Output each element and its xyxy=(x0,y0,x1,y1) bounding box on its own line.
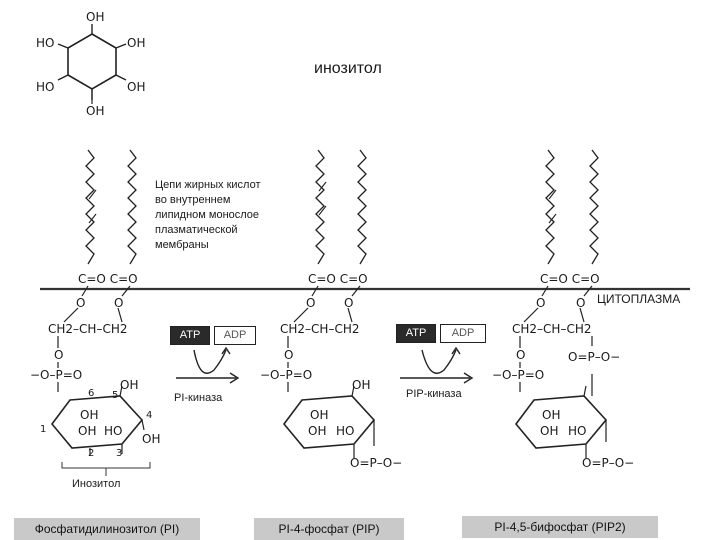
pi-kinase-label: PI-киназа xyxy=(174,392,223,404)
cytoplasm-label: ЦИТОПЛАЗМА xyxy=(597,292,681,306)
linker-oxygen: O xyxy=(284,348,294,362)
phosphate-group-3: −O–P=O xyxy=(492,368,545,382)
ester-oxygen: O xyxy=(576,296,586,310)
product-pip: PI-4-фосфат (PIP) xyxy=(254,518,404,540)
glycerol-backbone-3: CH2–CH–CH2 xyxy=(512,322,592,336)
phosphate-group-1: −O–P=O xyxy=(30,368,83,382)
ring-oh: OH xyxy=(352,378,371,392)
ester-groups-1: C=O C=O xyxy=(78,272,138,286)
ring-oh: OH xyxy=(120,378,139,392)
adp-box-2: ADP xyxy=(440,324,486,343)
ring-oh: OH xyxy=(80,408,99,422)
product-pip2: PI-4,5-бифосфат (PIP2) xyxy=(462,516,658,538)
atp-box-2: ATP xyxy=(396,324,436,343)
phosphate-5-group: O=P–O− xyxy=(568,350,621,364)
ester-oxygen: O xyxy=(344,296,354,310)
ring-number-3: 3 xyxy=(116,448,123,459)
ring-number-4: 4 xyxy=(146,410,153,421)
linker-oxygen: O xyxy=(54,348,64,362)
ring-number-1: 1 xyxy=(40,424,47,435)
phosphate-4-group-pip2: O=P–O− xyxy=(582,456,635,470)
ester-oxygen: O xyxy=(306,296,316,310)
ring-oh: OH xyxy=(542,408,561,422)
fatty-acid-chains xyxy=(85,149,599,265)
ester-groups-2: C=O C=O xyxy=(308,272,368,286)
inositol-ho-left-lower: HO xyxy=(36,80,55,94)
phosphate-group-2: −O–P=O xyxy=(260,368,313,382)
glycerol-backbone-2: CH2–CH–CH2 xyxy=(280,322,360,336)
adp-box-1: ADP xyxy=(214,326,256,345)
ester-oxygen: O xyxy=(114,296,124,310)
pip-kinase-label: PIP-киназа xyxy=(406,388,462,400)
ring-ho: HO xyxy=(336,424,355,438)
inositol-ho-left-upper: HO xyxy=(36,36,55,50)
linker-oxygen: O xyxy=(516,348,526,362)
ring-number-5: 5 xyxy=(112,390,119,401)
ring-oh: OH xyxy=(308,424,327,438)
inositol-oh-top: OH xyxy=(86,10,105,24)
ester-oxygen: O xyxy=(76,296,86,310)
inositol-oh-right-upper: OH xyxy=(127,36,146,50)
inositol-title: инозитол xyxy=(314,60,382,77)
ring-number-6: 6 xyxy=(88,388,95,399)
inositol-oh-right-lower: OH xyxy=(127,80,146,94)
ester-oxygen: O xyxy=(536,296,546,310)
fatty-acid-note: Цепи жирных кислот во внутреннем липидно… xyxy=(155,179,261,251)
ring-oh: OH xyxy=(78,424,97,438)
inositol-oh-bottom: OH xyxy=(86,104,105,118)
ring-ho: HO xyxy=(568,424,587,438)
phosphate-4-group: O=P–O− xyxy=(350,456,403,470)
glycerol-backbone-1: CH2–CH–CH2 xyxy=(48,322,128,336)
inositol-bracket-label: Инозитол xyxy=(72,478,121,490)
product-pi: Фосфатидилинозитол (PI) xyxy=(14,518,200,540)
ring-oh: OH xyxy=(142,432,161,446)
atp-box-1: ATP xyxy=(170,326,210,345)
ring-oh: OH xyxy=(540,424,559,438)
ring-number-2: 2 xyxy=(88,448,95,459)
ring-ho: HO xyxy=(104,424,123,438)
ring-oh: OH xyxy=(310,408,329,422)
ester-groups-3: C=O C=O xyxy=(540,272,600,286)
